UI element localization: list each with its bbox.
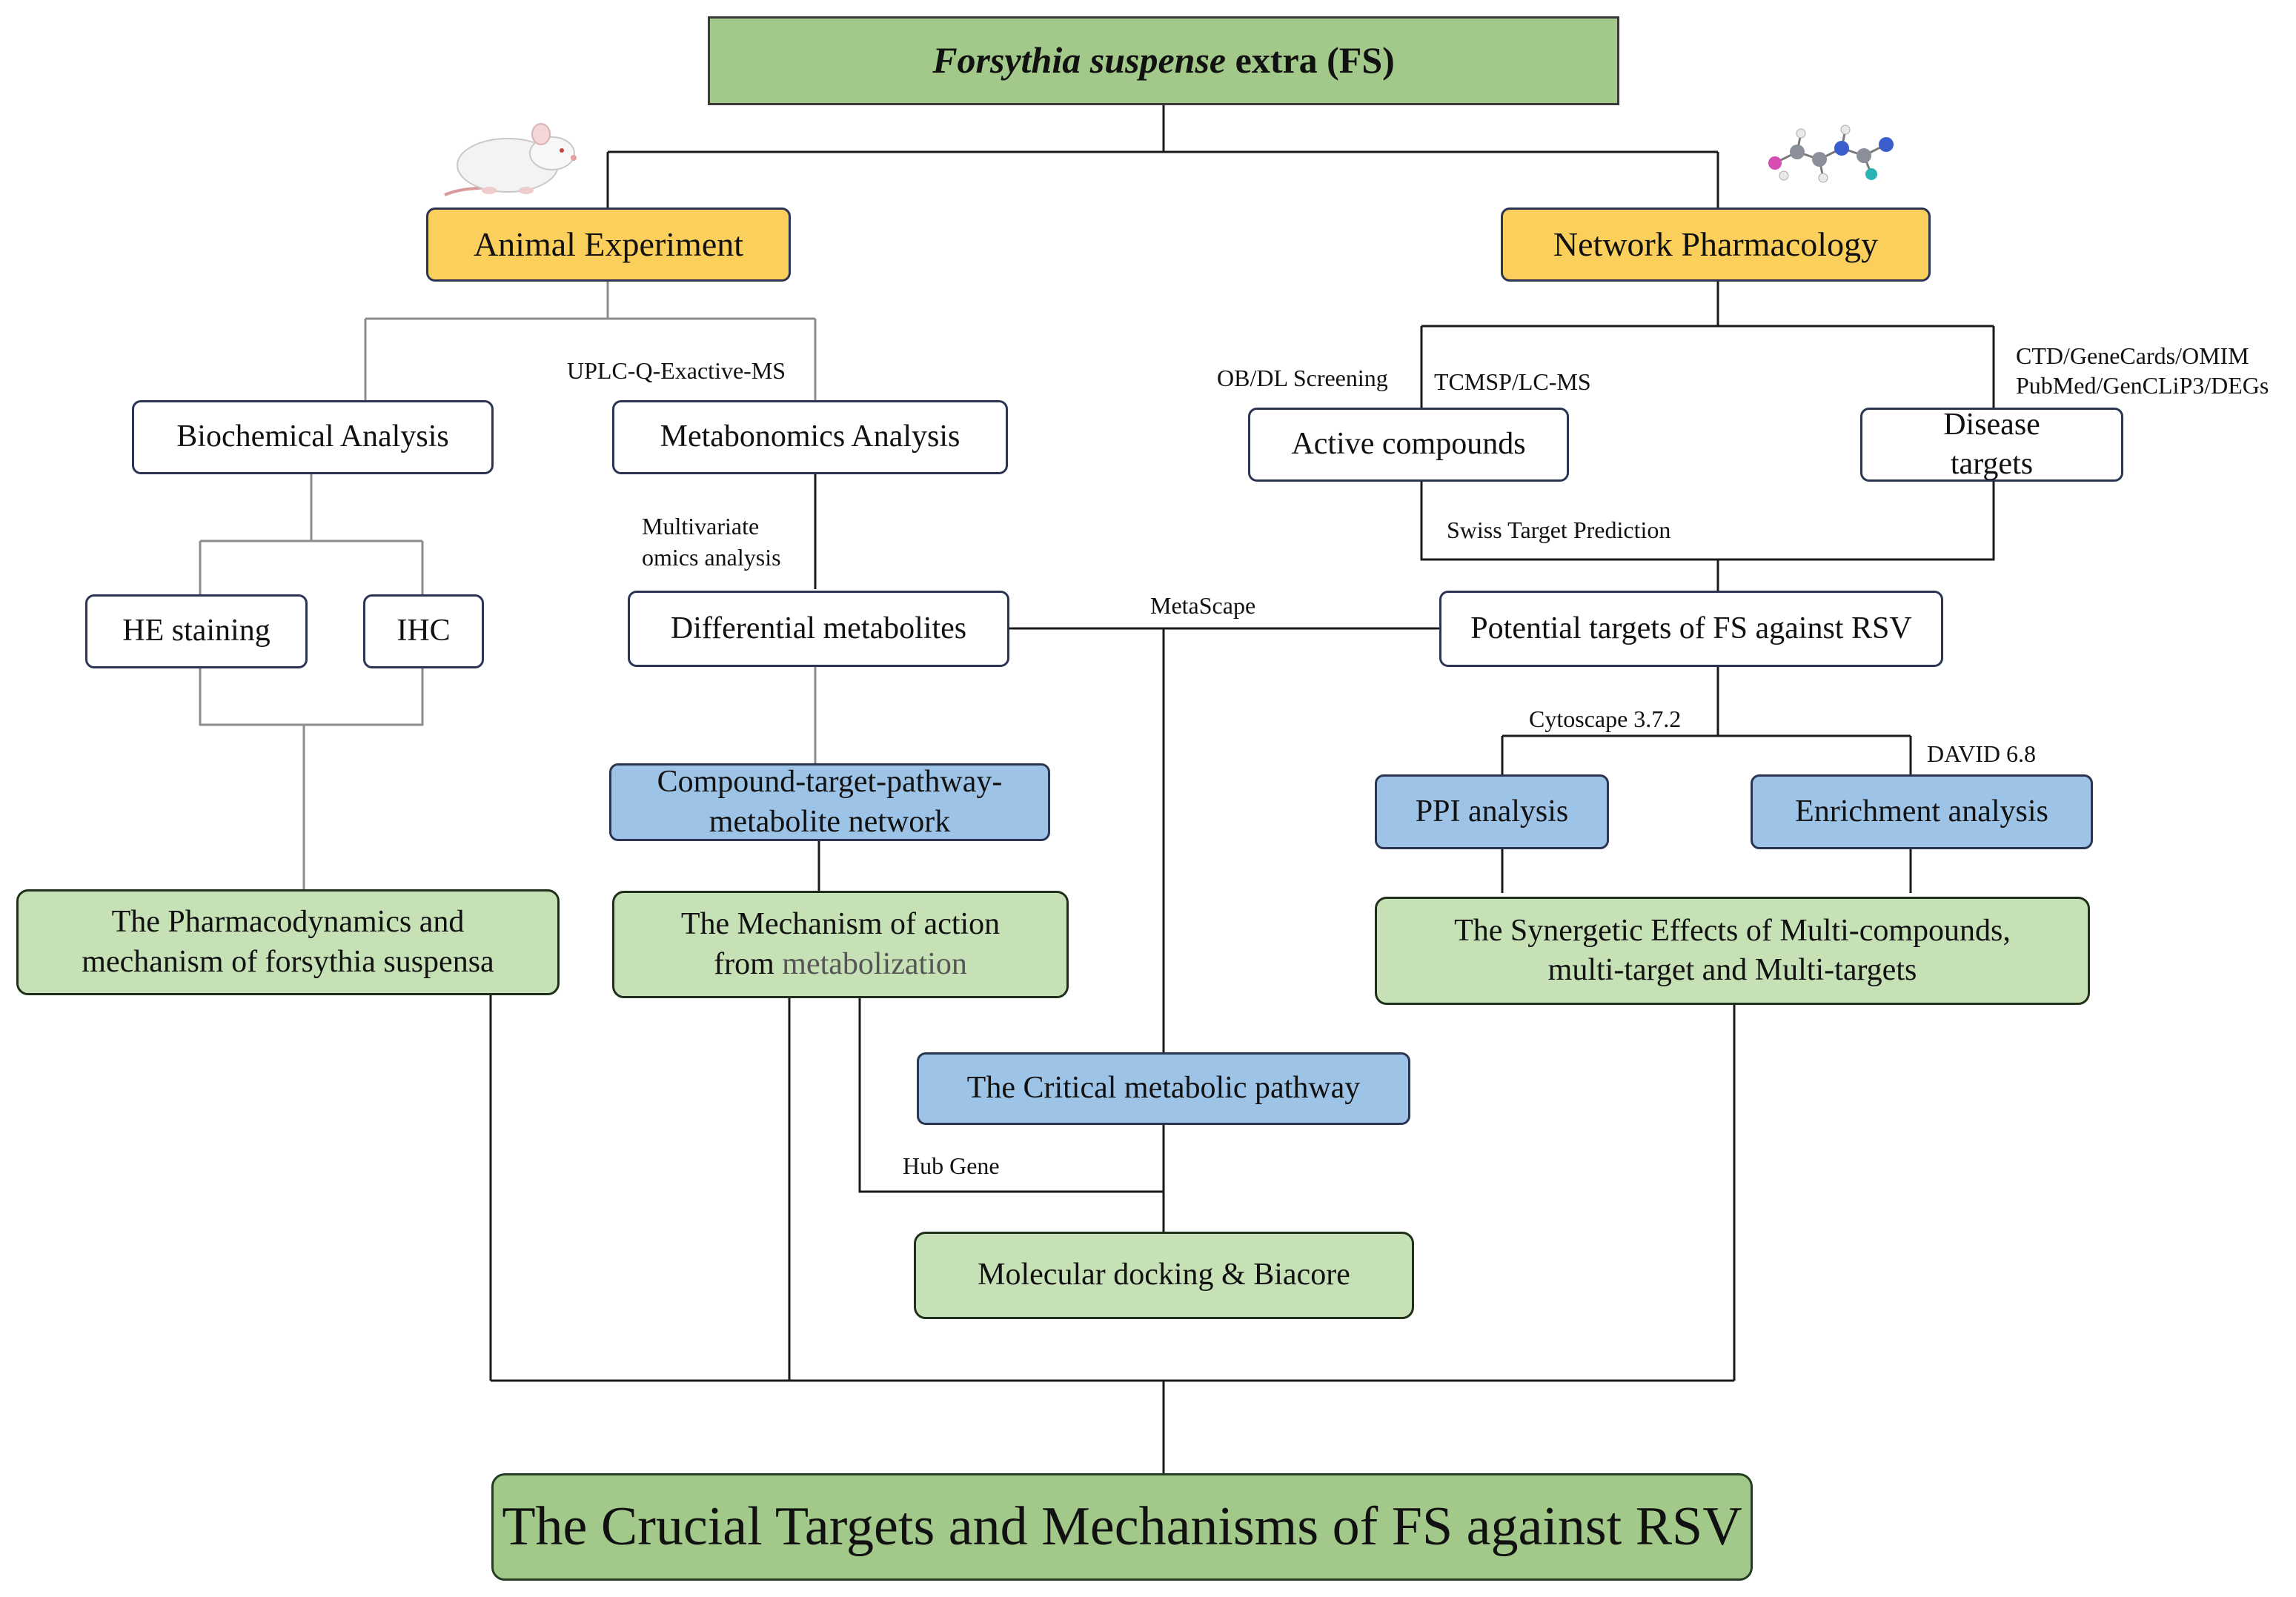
biochemical-analysis-box: Biochemical Analysis bbox=[132, 400, 494, 474]
molecule-model-icon bbox=[1768, 124, 1894, 183]
swiss-target-label: Swiss Target Prediction bbox=[1447, 517, 1671, 543]
uplc-label: UPLC-Q-Exactive-MS bbox=[567, 357, 786, 384]
disease-targets-line1: Disease bbox=[1943, 407, 2040, 442]
tcmsp-label: TCMSP/LC-MS bbox=[1434, 368, 1591, 395]
disease-targets-box: Disease targets bbox=[1860, 408, 2123, 482]
synergetic-line2: multi-target and Multi-targets bbox=[1547, 953, 1917, 987]
multivariate-label-line2: omics analysis bbox=[642, 544, 781, 571]
he-staining-box: HE staining bbox=[85, 594, 308, 668]
white-rat-icon bbox=[444, 123, 577, 196]
ob-dl-label: OB/DL Screening bbox=[1217, 365, 1388, 391]
network-pharmacology-box: Network Pharmacology bbox=[1501, 207, 1931, 282]
ctd-label-line1: CTD/GeneCards/OMIM bbox=[2016, 342, 2249, 369]
synergetic-effects-box: The Synergetic Effects of Multi-compound… bbox=[1375, 897, 2090, 1005]
final-conclusion-box: The Crucial Targets and Mechanisms of FS… bbox=[491, 1473, 1753, 1581]
mechanism-of-action-box: The Mechanism of action from metabolizat… bbox=[612, 891, 1069, 998]
enrichment-analysis-box: Enrichment analysis bbox=[1751, 774, 2093, 849]
pharmacodynamics-line2: mechanism of forsythia suspensa bbox=[82, 944, 494, 979]
cytoscape-label: Cytoscape 3.7.2 bbox=[1529, 705, 1682, 732]
pharmacodynamics-line1: The Pharmacodynamics and bbox=[111, 905, 465, 940]
mechanism-line1: The Mechanism of action bbox=[680, 907, 1001, 942]
top-title-box: Forsythia suspense extra (FS) bbox=[708, 16, 1619, 105]
ihc-box: IHC bbox=[363, 594, 484, 668]
top-title-rest: extra (FS) bbox=[1226, 39, 1395, 82]
mechanism-line2-a: from bbox=[714, 946, 783, 981]
ctd-label-line2: PubMed/GenCLiP3/DEGs bbox=[2016, 372, 2269, 399]
network-line1: Compound-target-pathway- bbox=[657, 765, 1003, 800]
top-title-italic: Forsythia suspense bbox=[932, 39, 1227, 82]
david-label: DAVID 6.8 bbox=[1927, 740, 2036, 767]
molecular-docking-box: Molecular docking & Biacore bbox=[914, 1232, 1414, 1319]
network-line2: metabolite network bbox=[709, 804, 951, 839]
animal-experiment-box: Animal Experiment bbox=[426, 207, 791, 282]
synergetic-line1: The Synergetic Effects of Multi-compound… bbox=[1454, 913, 2011, 948]
disease-targets-line2: targets bbox=[1950, 447, 2034, 481]
metascape-label: MetaScape bbox=[1150, 592, 1256, 619]
ppi-analysis-box: PPI analysis bbox=[1375, 774, 1609, 849]
active-compounds-box: Active compounds bbox=[1248, 408, 1569, 482]
hub-gene-label: Hub Gene bbox=[903, 1152, 1000, 1179]
mechanism-line2-b: metabolization bbox=[782, 946, 967, 981]
metabonomics-analysis-box: Metabonomics Analysis bbox=[612, 400, 1008, 474]
pharmacodynamics-box: The Pharmacodynamics and mechanism of fo… bbox=[16, 889, 560, 995]
compound-target-pathway-network-box: Compound-target-pathway- metabolite netw… bbox=[609, 763, 1050, 841]
potential-targets-box: Potential targets of FS against RSV bbox=[1439, 591, 1943, 667]
critical-metabolic-pathway-box: The Critical metabolic pathway bbox=[917, 1052, 1410, 1125]
multivariate-label-line1: Multivariate bbox=[642, 513, 760, 539]
differential-metabolites-box: Differential metabolites bbox=[628, 591, 1009, 667]
